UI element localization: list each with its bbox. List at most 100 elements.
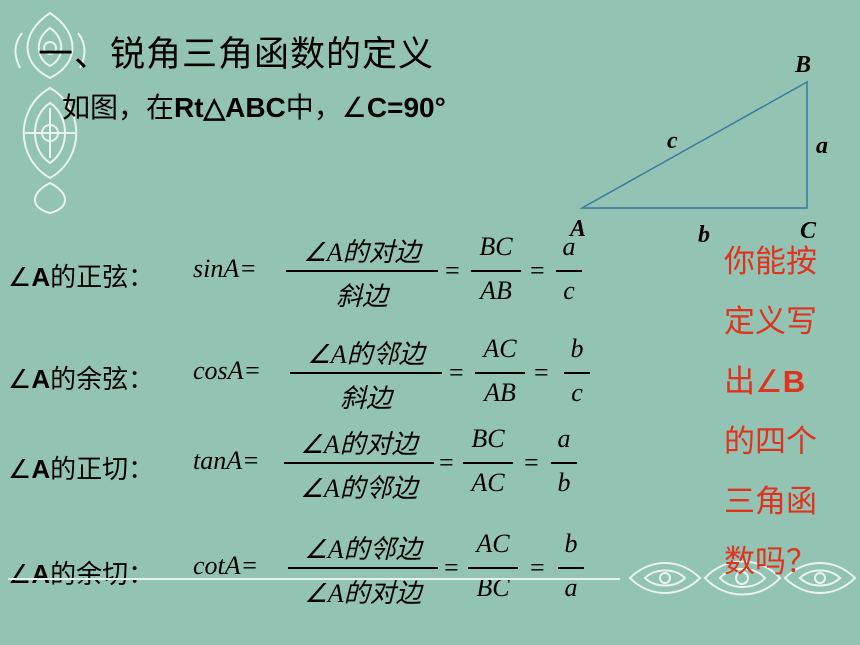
fraction-words: ∠A的对边 ∠A的邻边 (284, 420, 434, 510)
fraction-numerator: ∠A的邻边 (304, 535, 422, 564)
definition-name: 的余切： (50, 560, 155, 590)
definition-label: ∠A的余弦： (8, 359, 154, 396)
definition-name: 的正切： (50, 455, 155, 485)
question-angle-letter: B (782, 364, 806, 399)
fraction-numerator: BC (479, 232, 513, 261)
fraction-numerator: b (564, 529, 578, 558)
fraction-letters: a b (551, 420, 577, 510)
equals-sign: = (444, 553, 459, 582)
angle-symbol: ∠ (8, 455, 32, 485)
fraction-words: ∠A的对边 斜边 (286, 228, 438, 318)
equals-sign: = (445, 256, 460, 285)
equals-sign: = (534, 358, 549, 387)
ornament-bottom-right-icon (628, 560, 857, 596)
equals-sign: = (439, 448, 454, 477)
function-name: cosA= (193, 356, 262, 385)
definition-label: ∠A的余切： (8, 554, 154, 591)
intro-prefix: 如图，在 (62, 91, 175, 124)
fraction-numerator: ∠A的对边 (303, 238, 421, 267)
angle-letter: A (31, 454, 51, 484)
function-name: tanA= (193, 446, 260, 475)
question-line: 你能按 (724, 244, 817, 280)
bottom-divider (8, 578, 620, 580)
definition-name: 的余弦： (50, 365, 155, 395)
triangle-diagram (579, 80, 808, 209)
question-line: 出∠B (724, 352, 834, 412)
equals-sign: = (530, 553, 545, 582)
question-line: 的四个 (724, 424, 817, 460)
fraction-denominator: b (557, 468, 571, 497)
angle-letter: A (31, 364, 51, 394)
triangle-shape (579, 80, 808, 209)
question-line: 定义写 (724, 304, 817, 340)
page-title: 一、锐角三角函数的定义 (38, 35, 435, 75)
vertex-label-b: B (795, 52, 812, 78)
fraction-denominator: 斜边 (339, 384, 392, 413)
fraction-bar (471, 270, 521, 272)
question-line: 数吗？ (724, 544, 817, 580)
fraction-numerator: b (570, 334, 584, 363)
side-label-b: b (698, 222, 710, 248)
side-label-c: c (667, 128, 678, 154)
definition-label: ∠A的正弦： (8, 257, 154, 294)
fraction-bar (286, 270, 438, 272)
equals-sign: = (524, 448, 539, 477)
fraction-denominator: c (571, 378, 583, 407)
fraction-bar (463, 462, 513, 464)
equals-sign: = (449, 358, 464, 387)
fraction-numerator: AC (483, 334, 517, 363)
fraction-sides: BC AC (463, 420, 513, 510)
definition-name: 的正弦： (50, 263, 155, 293)
fraction-numerator: AC (476, 529, 510, 558)
fraction-denominator: BC (476, 573, 510, 602)
vertex-label-a: A (570, 216, 587, 242)
fraction-numerator: BC (471, 424, 505, 453)
angle-symbol: ∠ (8, 560, 32, 590)
fraction-denominator: AB (480, 276, 512, 305)
fraction-sides: AC BC (468, 525, 518, 615)
fraction-bar (288, 567, 438, 569)
fraction-denominator: ∠A的对边 (304, 579, 422, 608)
fraction-bar (290, 372, 442, 374)
fraction-bar (551, 462, 577, 464)
fraction-numerator: a (562, 232, 576, 261)
angle-letter: A (31, 559, 51, 589)
angle-symbol: ∠ (8, 263, 32, 293)
fraction-bar (468, 567, 518, 569)
intro-text: 如图，在Rt△ABC中，∠C=90° (62, 86, 446, 126)
fraction-words: ∠A的邻边 ∠A的对边 (288, 525, 438, 615)
fraction-letters: a c (556, 228, 582, 318)
fraction-sides: AC AB (475, 330, 525, 420)
intro-middle: 中，∠ (285, 91, 367, 124)
fraction-denominator: AB (484, 378, 516, 407)
fraction-denominator: 斜边 (335, 282, 388, 311)
function-name: sinA= (193, 254, 257, 283)
fraction-bar (475, 372, 525, 374)
side-label-a: a (816, 133, 828, 159)
intro-rt-triangle: Rt△ABC (174, 92, 286, 123)
definition-label: ∠A的正切： (8, 449, 154, 486)
fraction-sides: BC AB (471, 228, 521, 318)
angle-letter: A (31, 262, 51, 292)
fraction-bar (284, 462, 434, 464)
fraction-denominator: c (563, 276, 575, 305)
equals-sign: = (530, 256, 545, 285)
fraction-bar (556, 270, 582, 272)
fraction-numerator: a (557, 424, 571, 453)
fraction-denominator: ∠A的邻边 (300, 474, 418, 503)
angle-symbol: ∠ (8, 365, 32, 395)
question-text: 你能按 定义写 出∠B 的四个 三角函 数吗？ (724, 232, 834, 592)
fraction-words: ∠A的邻边 斜边 (290, 330, 442, 420)
function-name: cotA= (193, 551, 259, 580)
fraction-denominator: a (564, 573, 578, 602)
ornament-left-icon (14, 11, 86, 215)
intro-right-angle: C=90° (366, 92, 446, 123)
fraction-letters: b a (558, 525, 584, 615)
fraction-bar (564, 372, 590, 374)
vertex-label-c: C (800, 218, 817, 244)
fraction-bar (558, 567, 584, 569)
fraction-letters: b c (564, 330, 590, 420)
fraction-denominator: AC (471, 468, 505, 497)
fraction-numerator: ∠A的对边 (300, 430, 418, 459)
fraction-numerator: ∠A的邻边 (307, 340, 425, 369)
